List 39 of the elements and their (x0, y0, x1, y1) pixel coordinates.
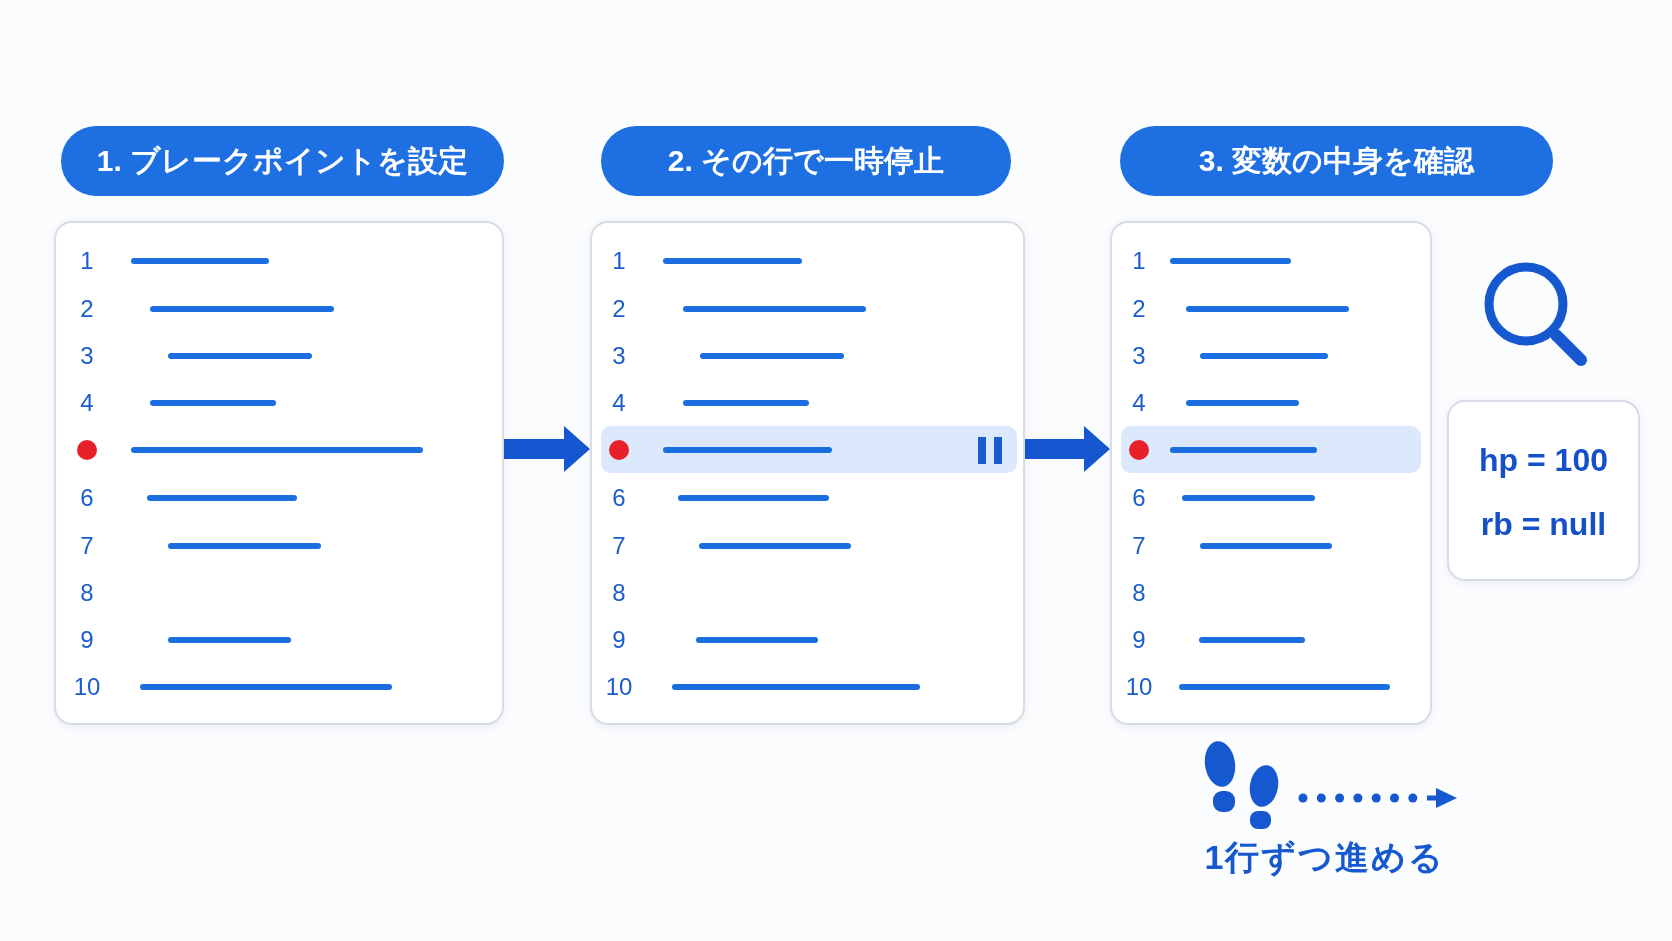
step-header: 2. その行で一時停止 (601, 126, 1011, 196)
step-header: 1. ブレークポイントを設定 (61, 126, 504, 196)
line-number: 3 (1132, 342, 1146, 370)
line-number: 6 (612, 484, 626, 512)
line-number: 6 (1132, 484, 1146, 512)
variable-readout: rb = null (1480, 505, 1607, 544)
code-panel (590, 221, 1025, 725)
line-number: 3 (80, 342, 94, 370)
code-panel (1110, 221, 1432, 725)
line-number: 8 (1132, 579, 1146, 607)
line-number: 2 (80, 295, 94, 323)
variable-readout: hp = 100 (1479, 441, 1608, 480)
line-number: 7 (612, 532, 626, 560)
code-panel (54, 221, 504, 725)
line-number: 4 (80, 389, 94, 417)
line-number: 10 (73, 673, 101, 701)
step-caption: 1行ずつ進める (1203, 837, 1447, 879)
line-number: 7 (1132, 532, 1146, 560)
line-number: 8 (80, 579, 94, 607)
line-number: 10 (1125, 673, 1153, 701)
line-number: 6 (80, 484, 94, 512)
line-number: 1 (1132, 247, 1146, 275)
line-number: 2 (1132, 295, 1146, 323)
line-number: 1 (80, 247, 94, 275)
step-header: 3. 変数の中身を確認 (1120, 126, 1553, 196)
line-number: 8 (612, 579, 626, 607)
line-number: 9 (80, 626, 94, 654)
arrow (1025, 426, 1110, 472)
line-number: 9 (612, 626, 626, 654)
line-number: 9 (1132, 626, 1146, 654)
line-number: 4 (612, 389, 626, 417)
line-number: 2 (612, 295, 626, 323)
arrow (504, 426, 590, 472)
line-number: 1 (612, 247, 626, 275)
line-number: 7 (80, 532, 94, 560)
line-number: 3 (612, 342, 626, 370)
variables-panel (1447, 400, 1640, 581)
line-number: 10 (605, 673, 633, 701)
line-number: 4 (1132, 389, 1146, 417)
